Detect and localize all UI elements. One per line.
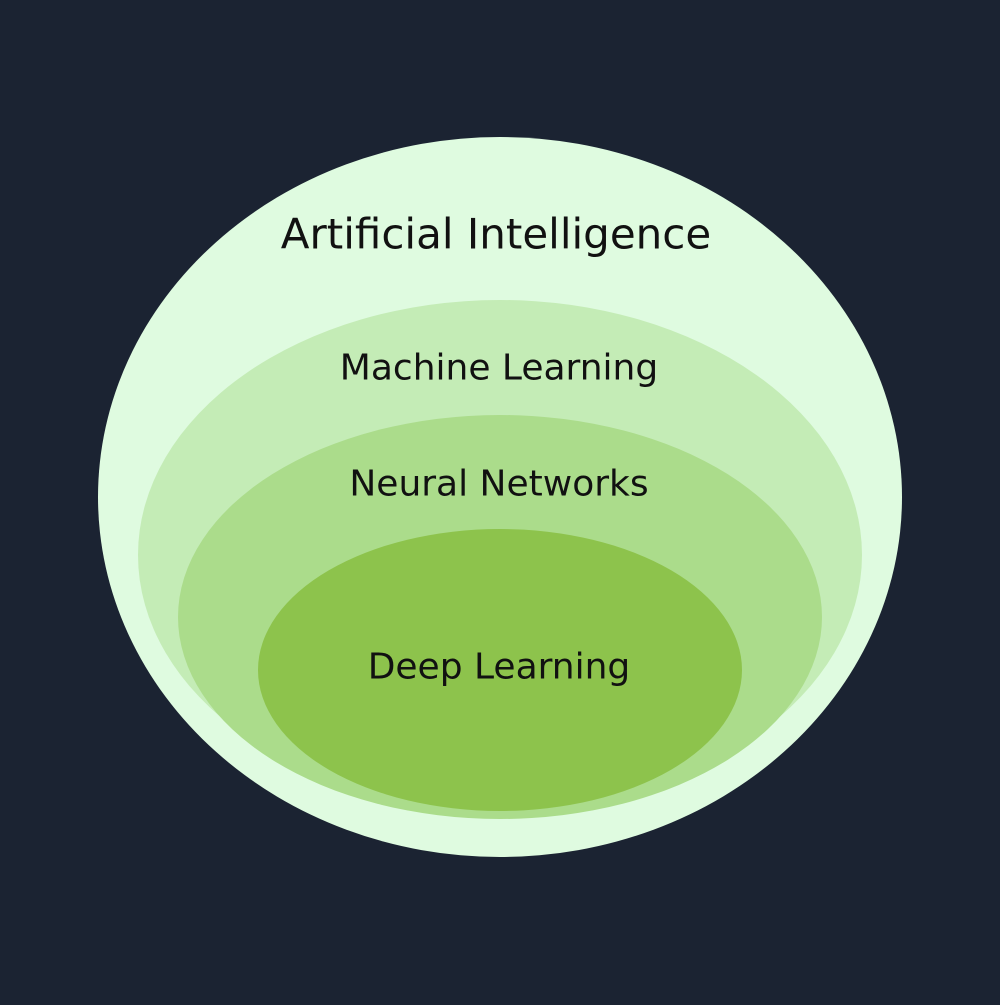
deep-learning-set [258, 529, 742, 811]
neural-networks-label: Neural Networks [349, 464, 648, 505]
deep-learning-label: Deep Learning [368, 647, 631, 688]
artificial-intelligence-label: Artificial Intelligence [281, 210, 711, 259]
machine-learning-label: Machine Learning [340, 348, 658, 389]
